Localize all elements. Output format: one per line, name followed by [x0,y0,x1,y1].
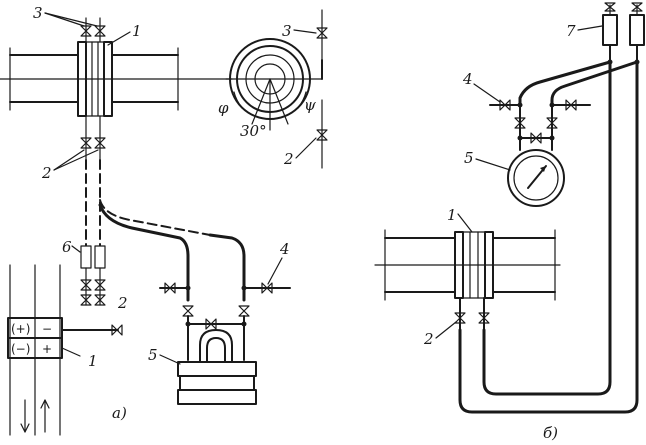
label-2-right: 2 [283,150,294,168]
label-phi: φ [218,99,229,117]
label-fig-a: а) [112,404,127,422]
label-1-inset: 1 [88,352,98,370]
pipe-section-b [374,229,561,301]
label-3-left: 3 [33,4,43,22]
valve-2-right [316,99,328,169]
pipe-cross-section [225,38,323,131]
inset-vertical-pipe [7,264,123,436]
label-5-left: 5 [148,346,158,364]
valve-3-right [316,9,328,61]
labels: 3 1 2 3 2 φ ψ 30° 6 4 5 2 1 (+) − (−) + … [11,4,603,442]
valve-block-4-b [489,60,639,151]
manometer-5-a [177,329,257,405]
label-2-left: 2 [41,164,52,182]
condensation-vessels-6 [80,245,106,306]
inset-plus-paren: (+) [11,322,30,336]
impulse-lines-b [454,60,639,414]
impulse-lines-solid-a [98,203,291,361]
valve-group-3-left [80,17,106,43]
valve-group-2-left [80,115,106,161]
label-1-right: 1 [447,206,457,224]
label-angle: 30° [240,122,267,140]
inset-minus: − [42,322,52,336]
label-2-inset: 2 [117,294,128,312]
vessels-7 [602,2,645,65]
label-psi: ψ [304,96,316,114]
label-4-right: 4 [462,70,473,88]
label-1-left: 1 [132,22,142,40]
impulse-lines-dashed [85,159,211,246]
label-4-left: 4 [279,240,290,258]
dial-gauge-5-b [507,149,565,207]
label-fig-b: б) [543,424,558,442]
inset-plus: + [42,342,52,356]
label-7: 7 [566,22,576,40]
inset-minus-paren: (−) [11,342,30,356]
label-5-right: 5 [464,149,474,167]
pipe-section-a [0,41,233,117]
label-3-right: 3 [282,22,292,40]
label-6: 6 [62,238,72,256]
label-2-b: 2 [423,330,434,348]
